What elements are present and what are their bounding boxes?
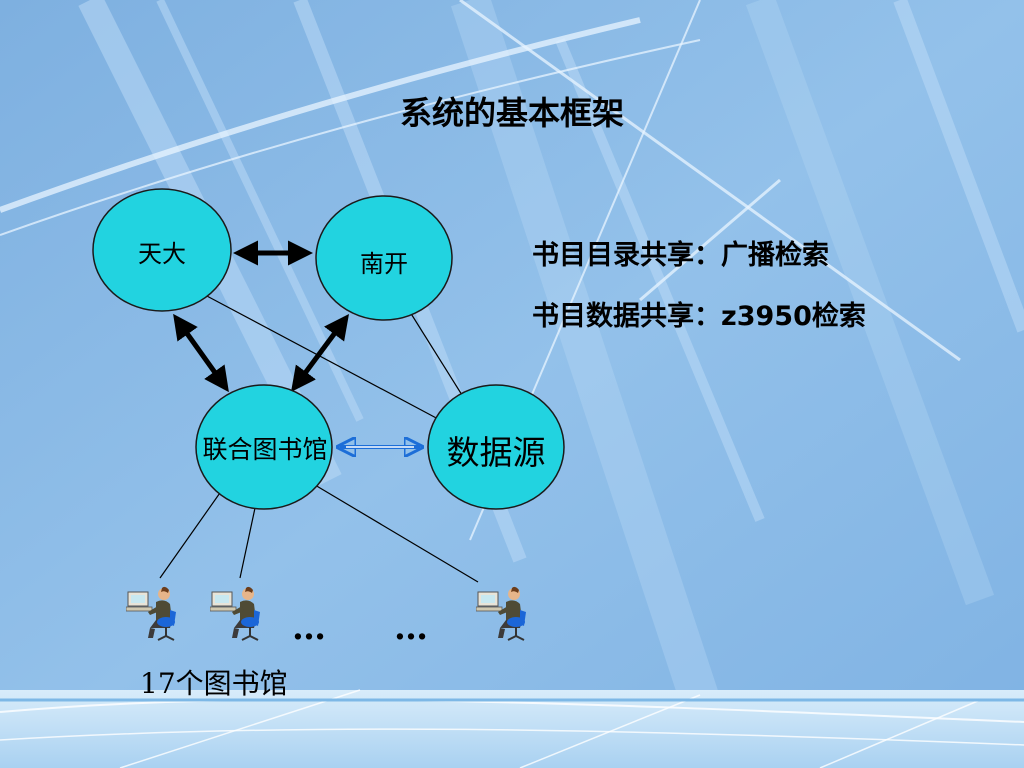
desk-user-icon [476, 586, 526, 641]
line-union-user3 [314, 484, 479, 583]
ellipsis-2: … [394, 608, 430, 648]
desk-user-icon [126, 586, 176, 641]
slide-title: 系统的基本框架 [399, 94, 624, 132]
desk-user-icon [210, 586, 260, 641]
node-nankai [315, 195, 453, 321]
node-label-data-source: 数据源 [446, 433, 546, 472]
info-line-data: 书目数据共享：z3950检索 [532, 301, 866, 332]
node-label-nankai: 南开 [360, 250, 408, 278]
info-line-catalog: 书目目录共享：广播检索 [532, 240, 829, 271]
line-union-user2 [239, 507, 256, 579]
libraries-caption: 17个图书馆 [140, 667, 288, 700]
node-label-union-library: 联合图书馆 [202, 435, 328, 464]
line-nankai-datasource [409, 311, 463, 396]
node-union-library [195, 384, 333, 510]
node-data-source [427, 384, 565, 510]
arrow-nankai-union [291, 313, 349, 393]
node-label-tianda: 天大 [138, 240, 186, 268]
line-union-user1 [159, 489, 223, 579]
ellipsis-1: … [292, 608, 328, 648]
arrow-tianda-union [173, 313, 229, 393]
node-tianda [92, 188, 232, 312]
